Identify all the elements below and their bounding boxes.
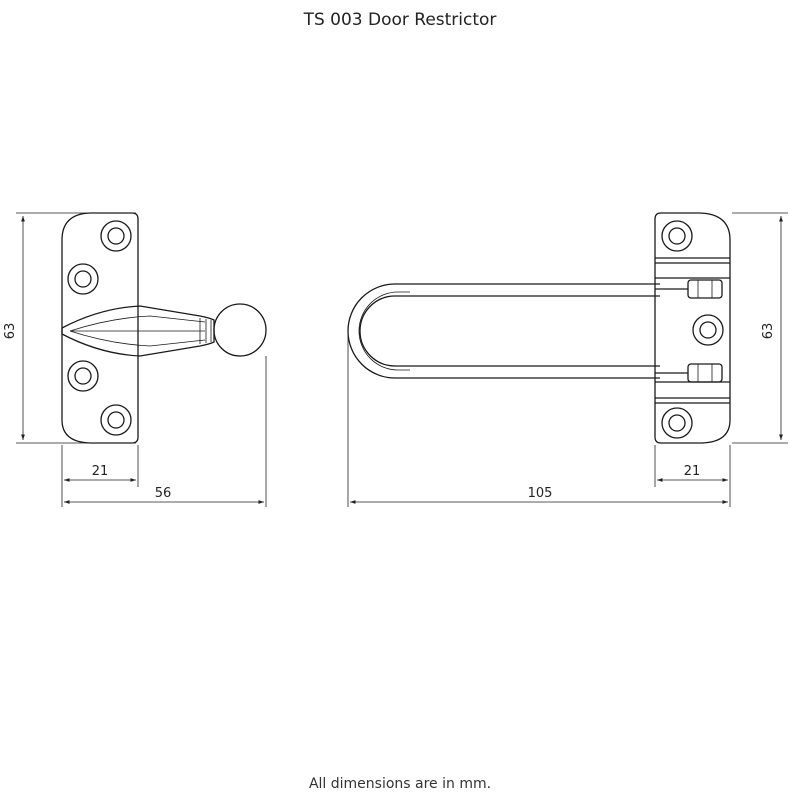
screw-hole	[100, 404, 132, 436]
restrictor-loop-inner	[359, 295, 660, 367]
restrictor-arm-part	[347, 212, 731, 444]
hinge-knuckle	[655, 279, 723, 299]
hinge-knuckle	[655, 363, 723, 383]
knob-base-plate	[61, 212, 139, 444]
dimension-label: 21	[684, 464, 701, 479]
dimension-label: 63	[761, 323, 776, 340]
dimension-right-length: 105	[347, 331, 731, 507]
knob-stem	[61, 305, 215, 357]
knob-plate-part	[61, 212, 267, 444]
screw-hole	[661, 220, 693, 252]
dimension-right-height: 63	[732, 212, 788, 444]
dimension-left-plate-width: 21	[61, 445, 139, 507]
screw-hole	[100, 220, 132, 252]
dimension-label: 63	[3, 323, 18, 340]
screw-hole	[67, 263, 99, 295]
dimension-right-plate-width: 21	[654, 445, 728, 487]
screw-hole	[692, 314, 724, 346]
screw-hole	[661, 407, 693, 439]
restrictor-loop-outer	[347, 283, 660, 379]
drawing-title: TS 003 Door Restrictor	[303, 10, 497, 30]
dimension-left-height: 63	[3, 212, 136, 444]
dimension-label: 56	[155, 486, 172, 501]
arm-mounting-plate	[654, 212, 731, 444]
units-footnote: All dimensions are in mm.	[308, 776, 492, 792]
dimension-left-overall-width: 56	[63, 356, 267, 507]
dimension-label: 105	[528, 486, 553, 501]
dimension-label: 21	[92, 464, 109, 479]
screw-hole	[67, 360, 99, 392]
knob-ball	[213, 303, 267, 357]
